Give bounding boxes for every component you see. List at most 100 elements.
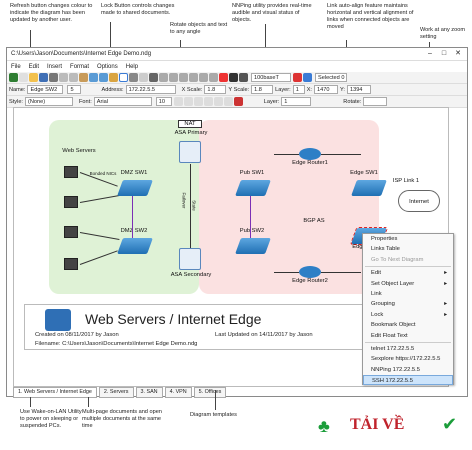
ctx-next-diagram[interactable]: Go To Next Diagram xyxy=(371,256,424,263)
ssh-icon[interactable] xyxy=(239,73,248,82)
menu-file[interactable]: File xyxy=(11,63,21,70)
ctx-telnet[interactable]: telnet 172.22.5.5 xyxy=(371,345,415,352)
nnping-icon[interactable] xyxy=(219,73,228,82)
menu-edit[interactable]: Edit xyxy=(28,63,40,70)
refresh-icon[interactable] xyxy=(9,73,18,82)
ctx-grouping[interactable]: Grouping▸ xyxy=(363,299,453,309)
zoom-in-icon[interactable] xyxy=(159,73,168,82)
ctx-properties[interactable]: Properties xyxy=(371,236,398,242)
menu-options[interactable]: Options xyxy=(97,63,118,70)
ctx-edit-float-text[interactable]: Edit Float Text xyxy=(371,332,408,339)
pub-sw2-switch[interactable] xyxy=(235,238,271,254)
server-icon[interactable] xyxy=(64,258,78,270)
server-icon[interactable] xyxy=(64,166,78,178)
color-icon[interactable] xyxy=(293,73,302,82)
asa-primary-firewall[interactable] xyxy=(179,141,201,163)
paste-icon[interactable] xyxy=(79,73,88,82)
edge-router1[interactable] xyxy=(299,148,321,160)
yscale-input[interactable]: 1.8 xyxy=(251,85,274,94)
ctx-edit[interactable]: Edit▸ xyxy=(363,268,453,278)
edge-router2[interactable] xyxy=(299,266,321,278)
link-type-select[interactable]: 100baseT xyxy=(251,73,291,82)
align-left-icon[interactable] xyxy=(203,97,213,106)
minimize-button[interactable]: – xyxy=(428,50,432,57)
align-right-icon[interactable] xyxy=(223,97,233,106)
telnet-icon[interactable] xyxy=(229,73,238,82)
rotate-input[interactable] xyxy=(363,97,388,106)
new-icon[interactable] xyxy=(19,73,28,82)
chevron-right-icon: ▸ xyxy=(444,311,447,318)
object-toolbar: Name: Edge SW2 5 Address: 172.22.5.5 X S… xyxy=(7,84,467,96)
open-icon[interactable] xyxy=(29,73,38,82)
text-icon[interactable] xyxy=(139,73,148,82)
menu-insert[interactable]: Insert xyxy=(47,63,63,70)
lock-icon[interactable] xyxy=(109,73,118,82)
ctx-nnping[interactable]: NNPing 172.22.5.5 xyxy=(371,366,420,373)
xscale-input[interactable]: 1.8 xyxy=(204,85,227,94)
redo-icon[interactable] xyxy=(99,73,108,82)
grid-icon[interactable] xyxy=(179,73,188,82)
font-color-icon[interactable] xyxy=(233,97,243,106)
dmz-sw2-switch[interactable] xyxy=(117,238,153,254)
rotate-icon[interactable] xyxy=(129,73,138,82)
network-logo-icon xyxy=(45,309,71,331)
y-input[interactable]: 1394 xyxy=(346,85,371,94)
number-select[interactable]: 5 xyxy=(67,85,82,94)
tab-servers[interactable]: 2. Servers xyxy=(98,387,134,398)
name-input[interactable]: Edge SW2 xyxy=(27,85,64,94)
font-size-select[interactable]: 10 xyxy=(155,97,172,106)
copy-icon[interactable] xyxy=(69,73,78,82)
layers-icon[interactable] xyxy=(199,73,208,82)
callout-multipage: Multi-page documents and open multiple d… xyxy=(82,409,162,429)
zoom-out-icon[interactable] xyxy=(169,73,178,82)
style-select[interactable]: (None) xyxy=(25,97,73,106)
undo-icon[interactable] xyxy=(89,73,98,82)
internet-cloud[interactable]: Internet xyxy=(398,190,440,212)
tab-san[interactable]: 3. SAN xyxy=(135,387,163,398)
created-text: Created on 08/11/2017 by Jason xyxy=(35,332,119,338)
cut-icon[interactable] xyxy=(59,73,68,82)
ctx-bookmark[interactable]: Bookmark Object xyxy=(371,322,416,329)
main-toolbar: 100baseT Selected 0 xyxy=(7,72,467,84)
ctx-sexplore[interactable]: Sexplore https://172.22.5.5 xyxy=(371,356,441,363)
ctx-lock[interactable]: Lock▸ xyxy=(363,310,453,320)
ctx-ssh[interactable]: SSH 172.22.5.5 xyxy=(363,375,453,386)
align-center-icon[interactable] xyxy=(213,97,223,106)
tab-web-servers[interactable]: 1. Web Servers / Internet Edge xyxy=(13,387,97,398)
callout-wake-on-lan: Use Wake-on-LAN Utility to power on slee… xyxy=(20,409,82,429)
properties-icon[interactable] xyxy=(209,73,218,82)
bold-icon[interactable] xyxy=(173,97,183,106)
save-icon[interactable] xyxy=(39,73,48,82)
x-input[interactable]: 1470 xyxy=(313,85,338,94)
layer-select-2[interactable]: 1 xyxy=(281,97,312,106)
menu-help[interactable]: Help xyxy=(125,63,139,70)
align-icon[interactable] xyxy=(189,73,198,82)
ctx-set-layer[interactable]: Set Object Layer▸ xyxy=(363,279,453,289)
callout-rotate: Rotate objects and text to any angle xyxy=(170,22,228,35)
italic-icon[interactable] xyxy=(183,97,193,106)
font-select[interactable]: Arial xyxy=(93,97,152,106)
server-icon[interactable] xyxy=(64,196,78,208)
style-label: Style: xyxy=(9,98,23,105)
tab-vpn[interactable]: 4. VPN xyxy=(164,387,192,398)
ctx-link[interactable]: Link xyxy=(371,290,382,297)
dmz-sw1-switch[interactable] xyxy=(117,180,153,196)
print-icon[interactable] xyxy=(49,73,58,82)
underline-icon[interactable] xyxy=(193,97,203,106)
tab-offices[interactable]: 5. Offices xyxy=(193,387,227,398)
menu-format[interactable]: Format xyxy=(70,63,90,70)
asa-primary-label: ASA Primary xyxy=(174,130,208,136)
server-icon[interactable] xyxy=(64,226,78,238)
link-icon[interactable] xyxy=(149,73,158,82)
address-input[interactable]: 172.22.5.5 xyxy=(125,85,176,94)
fill-icon[interactable] xyxy=(303,73,312,82)
edge-sw1-switch[interactable] xyxy=(351,180,387,196)
pub-sw1-switch[interactable] xyxy=(235,180,271,196)
rotate-label: Rotate: xyxy=(343,98,362,105)
pointer-icon[interactable] xyxy=(119,73,128,82)
close-button[interactable]: ✕ xyxy=(455,50,461,57)
layer-select[interactable]: 1 xyxy=(292,85,305,94)
maximize-button[interactable]: □ xyxy=(441,50,447,57)
ctx-links-table[interactable]: Links Table xyxy=(371,246,400,253)
asa-secondary-firewall[interactable] xyxy=(179,248,201,270)
